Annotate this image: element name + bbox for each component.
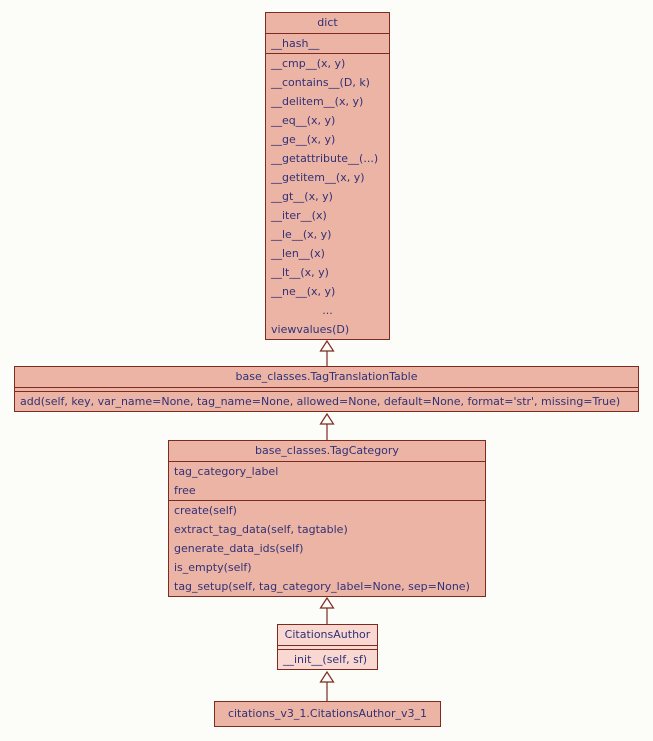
method-row: __ne__(x, y): [271, 285, 336, 298]
method-row: __getattribute__(...): [271, 152, 379, 165]
attribute-row: __hash__: [271, 37, 320, 50]
class-box-citations-author: CitationsAuthor __init__(self, sf): [277, 624, 378, 670]
inheritance-arrow-to-tag-translation-table: [319, 413, 335, 440]
method-row: generate_data_ids(self): [174, 542, 304, 555]
attributes-compartment: [278, 645, 377, 649]
methods-compartment: add(self, key, var_name=None, tag_name=N…: [15, 391, 638, 411]
class-box-tag-category: base_classes.TagCategory tag_category_lab…: [168, 440, 486, 597]
class-title: citations_v3_1.CitationsAuthor_v3_1: [227, 707, 428, 720]
method-row: create(self): [174, 504, 237, 517]
method-row: is_empty(self): [174, 561, 252, 574]
method-row: __gt__(x, y): [271, 190, 333, 203]
method-row: viewvalues(D): [271, 323, 350, 336]
method-row: __le__(x, y): [271, 228, 332, 241]
method-row: __delitem__(x, y): [271, 95, 364, 108]
method-row: __init__(self, sf): [283, 653, 368, 666]
inheritance-arrow-to-tag-category: [319, 597, 335, 624]
class-title: base_classes.TagCategory: [255, 444, 399, 457]
attribute-row: tag_category_label: [174, 465, 279, 478]
methods-compartment: __cmp__(x, y) __contains__(D, k) __delitem…: [266, 53, 389, 339]
methods-compartment: __init__(self, sf): [278, 649, 377, 669]
method-row: __lt__(x, y): [271, 266, 329, 279]
class-title: dict: [317, 16, 338, 29]
method-row: __len__(x): [271, 247, 325, 260]
attributes-compartment: __hash__: [266, 33, 389, 53]
methods-compartment: create(self) extract_tag_data(self, tagta…: [169, 500, 485, 596]
inheritance-arrow-to-citations-author: [319, 671, 335, 701]
method-row: __cmp__(x, y): [271, 57, 346, 70]
class-box-tag-translation-table: base_classes.TagTranslationTable add(self…: [14, 366, 639, 412]
attribute-row: free: [174, 484, 196, 497]
class-box-dict: dict __hash__ __cmp__(x, y) __contains__(D,…: [265, 12, 390, 340]
inheritance-arrow-to-dict: [319, 340, 335, 366]
method-row: __eq__(x, y): [271, 114, 336, 127]
class-title: CitationsAuthor: [284, 628, 371, 641]
method-row: add(self, key, var_name=None, tag_name=N…: [20, 395, 621, 408]
method-row: extract_tag_data(self, tagtable): [174, 523, 348, 536]
class-title: base_classes.TagTranslationTable: [235, 370, 418, 383]
class-box-citations-author-v3-1: citations_v3_1.CitationsAuthor_v3_1: [214, 701, 441, 727]
method-row: __iter__(x): [271, 209, 327, 222]
method-row: __contains__(D, k): [271, 76, 370, 89]
method-row: ...: [322, 304, 333, 317]
method-row: __getitem__(x, y): [271, 171, 365, 184]
attributes-compartment: [15, 387, 638, 391]
method-row: tag_setup(self, tag_category_label=None,…: [174, 580, 470, 593]
method-row: __ge__(x, y): [271, 133, 336, 146]
